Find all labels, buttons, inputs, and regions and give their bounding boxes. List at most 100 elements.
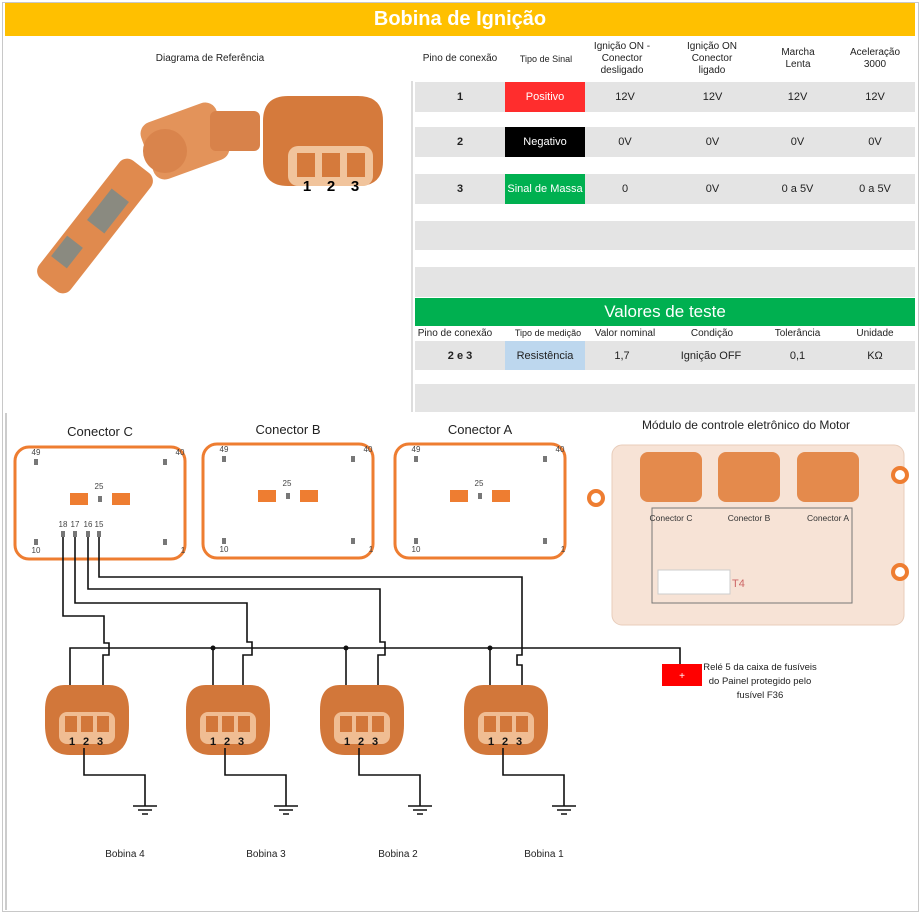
- header-pin: Pino de conexão: [415, 36, 505, 81]
- coil-pin-number: 1: [488, 736, 494, 748]
- relay-description: Relé 5 da caixa de fusíveis: [703, 662, 817, 673]
- test-col-pin: Pino de conexão: [417, 328, 493, 339]
- pin-label: 49: [32, 448, 41, 457]
- wire-pin17: [74, 537, 253, 715]
- ecu-socket: [640, 452, 702, 502]
- connector-latch: [492, 490, 510, 502]
- empty-row: [415, 221, 915, 250]
- ecu-barcode-sticker: [657, 569, 731, 595]
- coil-terminal: [484, 716, 496, 732]
- coil-terminal: [356, 716, 368, 732]
- pin-marker: [543, 538, 547, 544]
- coil-pin-number: 3: [238, 736, 244, 748]
- coil-pin-number: 2: [224, 736, 230, 748]
- pin-label: 18: [59, 520, 68, 529]
- ecu-socket: [797, 452, 859, 502]
- pin-marker: [163, 539, 167, 545]
- reference-image: 1 2 3: [5, 81, 413, 412]
- voltage-value: 0V: [868, 136, 882, 148]
- ecu-socket-label: Conector C: [650, 513, 693, 523]
- test-col-condition: Condição: [690, 328, 734, 339]
- pin-label: 1: [561, 545, 566, 554]
- junction-dot: [487, 645, 493, 651]
- pin-label: 25: [283, 479, 292, 488]
- relay-power-source: [662, 664, 702, 686]
- pin-label: 40: [556, 445, 565, 454]
- pin-label: 25: [95, 482, 104, 491]
- ecu-connector-outline: [393, 442, 567, 560]
- pin-marker: [86, 531, 90, 537]
- header-diagram: Diagrama de Referência: [5, 36, 415, 81]
- test-condition: Ignição OFF: [680, 349, 742, 362]
- pin-number: 1: [456, 91, 464, 103]
- plus-icon: +: [679, 671, 685, 682]
- ecu-socket-label: Conector B: [728, 513, 771, 523]
- pin-label: 10: [220, 545, 229, 554]
- ecu-mount-hole: [891, 466, 909, 484]
- header-accel: Aceleração 3000: [840, 36, 910, 81]
- ground-wire: [358, 748, 421, 806]
- pin-label: 15: [95, 520, 104, 529]
- pin-label: 10: [32, 546, 41, 555]
- wire-pin16: [87, 537, 386, 715]
- header-ign-off: Ignição ON - Conector desligado: [587, 36, 657, 81]
- pin-marker: [286, 493, 290, 499]
- page-title: Bobina de Ignição: [5, 3, 915, 36]
- pin-marker: [222, 456, 226, 462]
- coil-terminal: [340, 716, 352, 732]
- test-col-type: Tipo de medição: [514, 328, 582, 338]
- connector-latch: [112, 493, 130, 505]
- relay-description: do Painel protegido pelo: [709, 676, 811, 687]
- pin-marker: [34, 459, 38, 465]
- ground-wire: [83, 748, 146, 806]
- voltage-value: 12V: [865, 91, 885, 103]
- coil-label: Bobina 4: [105, 849, 145, 860]
- pin-number: 2: [456, 136, 464, 148]
- voltage-value: 0V: [618, 136, 632, 148]
- test-values-title: Valores de teste: [415, 298, 915, 326]
- voltage-value: 0V: [705, 183, 720, 195]
- coil-terminal: [500, 716, 512, 732]
- pin-label: 49: [412, 445, 421, 454]
- wire-pin18: [62, 537, 110, 715]
- test-nominal: 1,7: [614, 349, 630, 362]
- coil-pin-number: 3: [516, 736, 522, 748]
- test-col-unit: Unidade: [856, 328, 894, 339]
- coil-connector-reference: 1 2 3: [263, 96, 383, 195]
- signal-type-badge: Positivo: [505, 82, 585, 112]
- ecu-tag: T4: [732, 578, 745, 590]
- coil-label: Bobina 3: [246, 849, 286, 860]
- connector-label: Conector C: [67, 424, 133, 439]
- connector-label: Conector A: [448, 422, 513, 437]
- pin-marker: [414, 456, 418, 462]
- pin-label: 1: [369, 545, 374, 554]
- junction-dot: [210, 645, 216, 651]
- pin-label: 49: [220, 445, 229, 454]
- header-signal: Tipo de Sinal: [505, 36, 587, 81]
- test-unit: KΩ: [867, 349, 883, 362]
- ref-pin-1: 1: [303, 178, 311, 195]
- coil-pin-number: 2: [502, 736, 508, 748]
- coil-label: Bobina 1: [524, 849, 564, 860]
- voltage-value: 12V: [702, 91, 723, 103]
- connector-latch: [450, 490, 468, 502]
- pin-label: 40: [176, 448, 185, 457]
- voltage-value: 0: [621, 183, 629, 195]
- ecu-socket-label: Conector A: [807, 513, 849, 523]
- voltage-value: 0V: [705, 136, 720, 148]
- pin-marker: [478, 493, 482, 499]
- pin-marker: [163, 459, 167, 465]
- voltage-value: 0 a 5V: [781, 183, 814, 195]
- ground-wire: [224, 748, 287, 806]
- test-row: 2 e 3 Resistência 1,7 Ignição OFF 0,1 KΩ: [415, 341, 915, 370]
- coil-pin-number: 1: [210, 736, 216, 748]
- positive-bus-wire: [69, 647, 681, 715]
- pin-marker: [351, 456, 355, 462]
- pin-label: 16: [84, 520, 93, 529]
- empty-row: [415, 267, 915, 297]
- coil-pin-number: 3: [97, 736, 103, 748]
- signal-type-badge: Sinal de Massa: [505, 174, 585, 204]
